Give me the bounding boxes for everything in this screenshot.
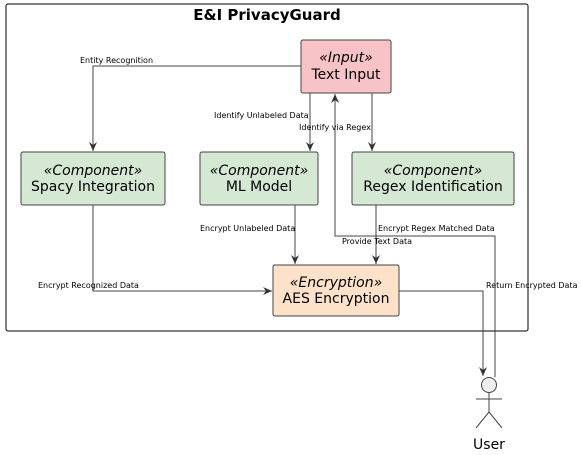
node-text-input-box	[300, 39, 392, 94]
node-aes-encryption-box	[272, 264, 400, 317]
node-text-input-label: Text Input	[310, 67, 381, 83]
actor-user-head	[481, 377, 497, 393]
label-identify-unlabeled: Identify Unlabeled Data	[214, 111, 309, 120]
label-return-encrypted: Return Encrypted Data	[486, 281, 578, 290]
node-regex-identification-stereotype: «Component»	[384, 163, 483, 179]
edge-entity-recognition	[89, 65, 301, 151]
edge-encrypt-recognized	[92, 205, 272, 295]
node-ml-model-stereotype: «Component»	[210, 163, 309, 179]
node-spacy-integration-label: Spacy Integration	[31, 179, 155, 195]
label-encrypt-regex: Encrypt Regex Matched Data	[378, 224, 495, 233]
node-text-input-stereotype: «Input»	[319, 50, 373, 66]
edge-return-encrypted	[399, 290, 487, 376]
label-entity-recognition: Entity Recognition	[80, 56, 153, 65]
label-encrypt-recognized: Encrypt Recognized Data	[38, 281, 139, 290]
node-regex-identification-box	[351, 151, 515, 206]
frame-border	[5, 3, 529, 332]
label-identify-regex: Identify via Regex	[299, 123, 371, 132]
node-aes-encryption: «Encryption» AES Encryption	[272, 264, 400, 317]
actor-user-right-leg	[488, 411, 503, 429]
frame-privacyguard: E&I PrivacyGuard	[5, 3, 529, 332]
node-spacy-integration: «Component» Spacy Integration	[20, 151, 166, 206]
actor-user-label: User	[473, 437, 505, 453]
actor-user	[475, 377, 503, 429]
node-aes-encryption-label: AES Encryption	[283, 291, 390, 307]
node-ml-model-label: ML Model	[226, 179, 292, 195]
node-ml-model-box	[199, 151, 319, 206]
node-regex-identification-label: Regex Identification	[363, 179, 503, 195]
node-spacy-integration-stereotype: «Component»	[44, 163, 143, 179]
node-ml-model: «Component» ML Model	[199, 151, 319, 206]
node-aes-encryption-stereotype: «Encryption»	[290, 275, 382, 291]
label-provide-text: Provide Text Data	[342, 237, 412, 246]
node-spacy-integration-box	[20, 151, 166, 206]
actor-user-left-leg	[475, 411, 490, 429]
edge-provide-text	[331, 94, 496, 377]
node-regex-identification: «Component» Regex Identification	[351, 151, 515, 206]
frame-title: E&I PrivacyGuard	[193, 6, 340, 24]
node-text-input: «Input» Text Input	[300, 39, 392, 94]
label-encrypt-unlabeled: Encrypt Unlabeled Data	[200, 224, 295, 233]
